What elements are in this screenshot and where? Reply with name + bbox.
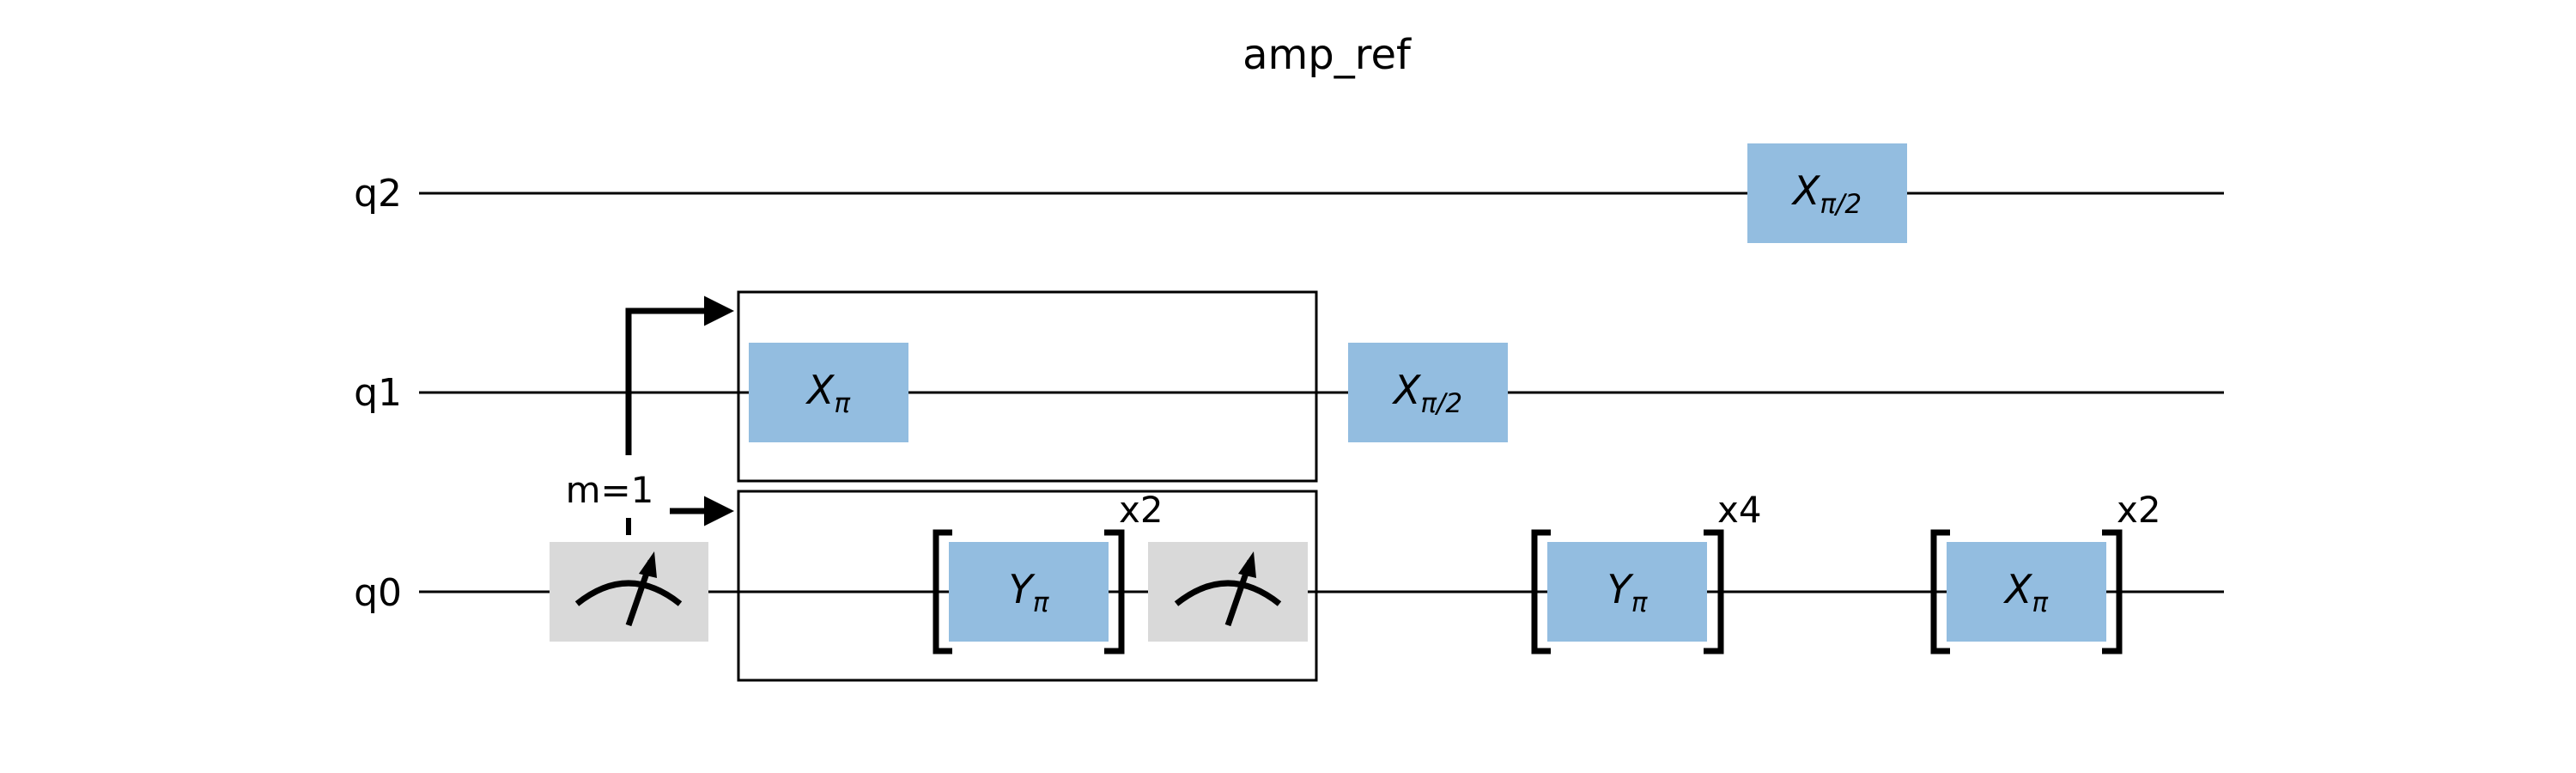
measure-box	[550, 542, 708, 642]
repeat-block-b: Xπ x2	[1930, 489, 2161, 654]
measure-q0-inner	[1148, 542, 1308, 642]
qubit-label-q1: q1	[354, 371, 402, 415]
gate-q1-x-pi2: Xπ/2	[1348, 343, 1508, 442]
right-bracket	[1704, 529, 1724, 654]
gate-subscript: π	[1033, 587, 1050, 618]
gate-subscript: π	[1631, 587, 1649, 618]
meter-icon	[1174, 551, 1282, 627]
gate-q1-x-pi: Xπ	[749, 343, 908, 442]
gate-subscript: π	[2032, 587, 2049, 618]
right-bracket	[1104, 529, 1125, 654]
svg-text:Yπ: Yπ	[1607, 566, 1649, 618]
diagram-title: amp_ref	[1242, 31, 1412, 79]
repeat-count-label: x4	[1717, 489, 1762, 531]
meter-icon	[574, 551, 683, 627]
svg-text:Xπ: Xπ	[805, 367, 852, 419]
right-bracket	[2102, 529, 2123, 654]
gate-box	[1547, 542, 1707, 642]
gate-symbol: Y	[1009, 566, 1036, 612]
gate-box	[749, 343, 908, 442]
loop-block-q0	[737, 490, 1318, 682]
gate-symbol: X	[2003, 566, 2033, 612]
qubit-label-q0: q0	[354, 571, 402, 615]
repeat-block-a: Yπ x4	[1531, 489, 1762, 654]
svg-text:Yπ: Yπ	[1009, 566, 1050, 618]
left-bracket	[1531, 529, 1551, 654]
measure-q0-first	[550, 542, 708, 642]
gate-symbol: X	[1791, 167, 1821, 214]
gate-subscript: π	[834, 388, 851, 419]
gate-symbol: X	[1392, 367, 1422, 413]
condition-label: m=1	[566, 469, 654, 511]
measure-box	[1148, 542, 1308, 642]
gate-subscript: π/2	[1820, 189, 1862, 220]
svg-text:Xπ/2: Xπ/2	[1392, 367, 1462, 419]
qubit-label-q2: q2	[354, 172, 402, 216]
gate-subscript: π/2	[1420, 388, 1462, 419]
gate-symbol: Y	[1607, 566, 1635, 612]
conditional-block-q1	[737, 290, 1318, 483]
repeat-block-loop: Yπ x2	[933, 489, 1163, 654]
gate-q2-x-pi2: Xπ/2	[1747, 143, 1907, 243]
condition-arrow-q1	[625, 295, 734, 455]
svg-text:Xπ/2: Xπ/2	[1791, 167, 1862, 220]
svg-text:Xπ: Xπ	[2003, 566, 2050, 618]
gate-box	[949, 542, 1109, 642]
gate-box	[1747, 143, 1907, 243]
left-bracket	[933, 529, 952, 654]
gate-box	[1348, 343, 1508, 442]
repeat-count-label: x2	[2117, 489, 2161, 531]
gate-box	[1947, 542, 2106, 642]
gate-symbol: X	[805, 367, 835, 413]
left-bracket	[1930, 529, 1950, 654]
repeat-count-label: x2	[1119, 489, 1163, 531]
